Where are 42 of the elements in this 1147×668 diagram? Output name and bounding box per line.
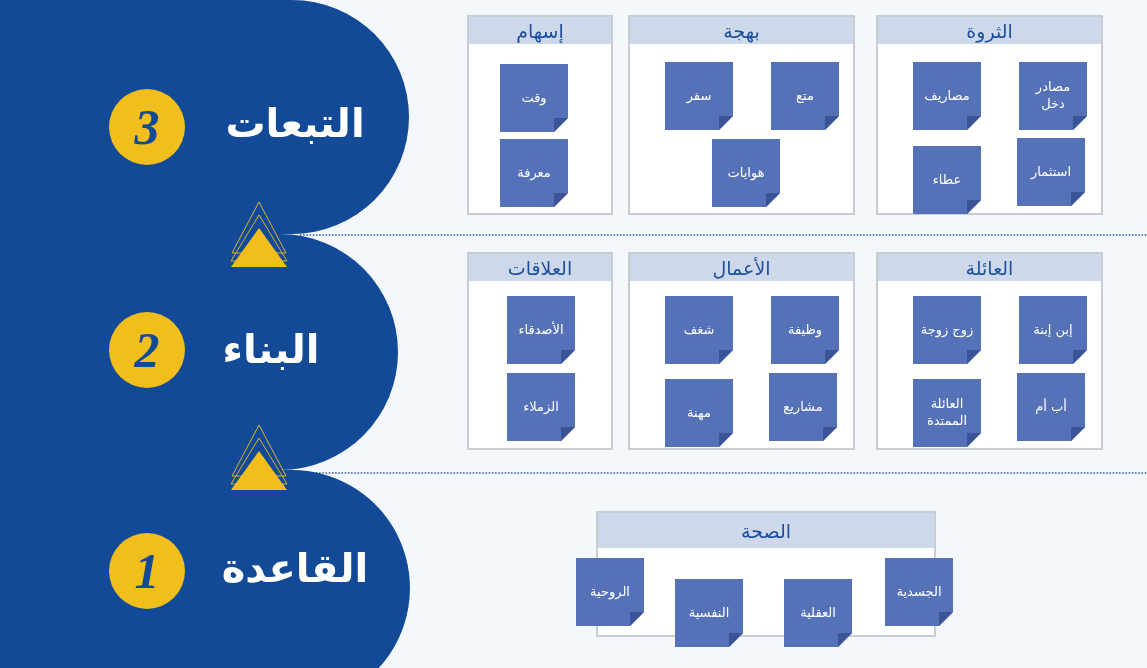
step-band	[0, 234, 398, 470]
step-label: التبعات	[225, 101, 365, 145]
sticky-note: وظيفة	[771, 296, 839, 364]
step-label: القاعدة	[221, 546, 369, 590]
sticky-note: العائلة الممتدة	[913, 379, 981, 447]
panel-heading: بهجة	[630, 17, 853, 44]
sticky-note: مهنة	[665, 379, 733, 447]
category-panel	[467, 252, 613, 450]
panel-heading: العلاقات	[469, 254, 611, 281]
sticky-note: معرفة	[500, 139, 568, 207]
sticky-note: سفر	[665, 62, 733, 130]
category-panel	[876, 252, 1103, 450]
sticky-note: النفسية	[675, 579, 743, 647]
sticky-note: مصاريف	[913, 62, 981, 130]
sticky-note: أب أم	[1017, 373, 1085, 441]
sticky-note: العقلية	[784, 579, 852, 647]
step-band	[0, 0, 409, 234]
sticky-note: إبن إبنة	[1019, 296, 1087, 364]
category-panel	[467, 15, 613, 215]
sticky-note: مشاريع	[769, 373, 837, 441]
category-panel	[628, 15, 855, 215]
panel-heading: الأعمال	[630, 254, 853, 281]
step-label: البناء	[222, 327, 320, 371]
sticky-note: وقت	[500, 64, 568, 132]
sticky-note: استثمار	[1017, 138, 1085, 206]
sticky-note: شغف	[665, 296, 733, 364]
sticky-note: متع	[771, 62, 839, 130]
step-band	[0, 470, 410, 668]
sticky-note: الجسدية	[885, 558, 953, 626]
panel-heading: إسهام	[469, 17, 611, 44]
sticky-note: هوايات	[712, 139, 780, 207]
panel-heading: العائلة	[878, 254, 1101, 281]
panel-heading: الثروة	[878, 17, 1101, 44]
sticky-note: الروحية	[576, 558, 644, 626]
sticky-note: زوج زوجة	[913, 296, 981, 364]
sticky-note: الزملاء	[507, 373, 575, 441]
sticky-note: الأصدقاء	[507, 296, 575, 364]
panel-heading: الصحة	[598, 513, 934, 548]
sticky-note: عطاء	[913, 146, 981, 214]
sticky-note: مصادر دخل	[1019, 62, 1087, 130]
category-panel	[628, 252, 855, 450]
category-panel	[876, 15, 1103, 215]
